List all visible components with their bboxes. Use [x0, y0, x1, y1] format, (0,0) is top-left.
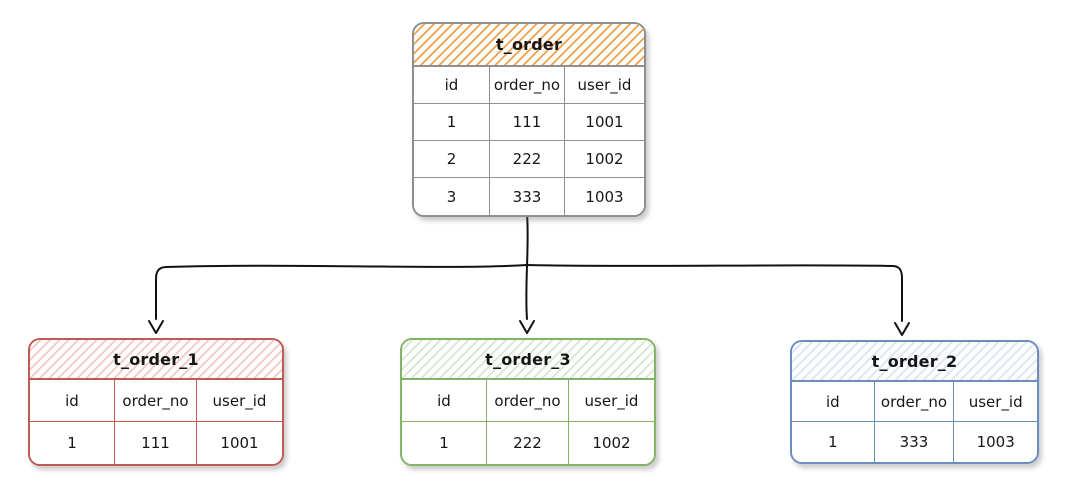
table-t-order-2: t_order_2 id order_no user_id 1 333 1003 [790, 340, 1039, 464]
arrow-to-t-order-1 [155, 264, 528, 320]
table-t-order-3: t_order_3 id order_no user_id 1 222 1002 [400, 338, 656, 466]
table-cell: 1003 [565, 178, 644, 215]
column-header: id [30, 380, 115, 422]
arrowhead-to-t-order-2 [894, 322, 910, 336]
table-cell: 222 [490, 141, 565, 178]
table-cell: 1002 [569, 422, 654, 464]
table-cell: 1001 [565, 104, 644, 141]
table-cell: 3 [414, 178, 490, 215]
table-cell: 333 [874, 422, 955, 462]
table-cell: 1 [402, 422, 487, 464]
arrow-trunk [525, 213, 529, 320]
table-cell: 1 [414, 104, 490, 141]
table-t-order-2-body: id order_no user_id 1 333 1003 [792, 382, 1037, 462]
table-cell: 111 [115, 422, 197, 464]
table-t-order-1-title: t_order_1 [30, 340, 282, 380]
table-t-order-3-body: id order_no user_id 1 222 1002 [402, 380, 654, 464]
table-t-order-1: t_order_1 id order_no user_id 1 111 1001 [28, 338, 284, 466]
column-header: order_no [490, 67, 565, 104]
table-t-order: t_order id order_no user_id 1 111 1001 2… [412, 22, 646, 217]
table-t-order-body: id order_no user_id 1 111 1001 2 222 100… [414, 67, 644, 215]
arrowhead-to-t-order-3 [519, 320, 535, 334]
column-header: user_id [569, 380, 654, 422]
arrowhead-to-t-order-1 [148, 320, 164, 334]
column-header: order_no [487, 380, 569, 422]
table-t-order-3-title: t_order_3 [402, 340, 654, 380]
table-cell: 333 [490, 178, 565, 215]
table-cell: 111 [490, 104, 565, 141]
table-cell: 1 [30, 422, 115, 464]
column-header: id [414, 67, 490, 104]
column-header: id [792, 382, 875, 422]
column-header: order_no [874, 382, 955, 422]
column-header: id [402, 380, 487, 422]
column-header: user_id [954, 382, 1037, 422]
column-header: order_no [115, 380, 197, 422]
table-cell: 1003 [954, 422, 1037, 462]
table-t-order-1-body: id order_no user_id 1 111 1001 [30, 380, 282, 464]
table-cell: 2 [414, 141, 490, 178]
table-t-order-title: t_order [414, 24, 644, 67]
table-cell: 1001 [197, 422, 282, 464]
table-cell: 222 [487, 422, 569, 464]
table-cell: 1 [792, 422, 875, 462]
column-header: user_id [565, 67, 644, 104]
table-cell: 1002 [565, 141, 644, 178]
table-t-order-2-title: t_order_2 [792, 342, 1037, 382]
column-header: user_id [197, 380, 282, 422]
arrow-to-t-order-2 [526, 264, 903, 322]
